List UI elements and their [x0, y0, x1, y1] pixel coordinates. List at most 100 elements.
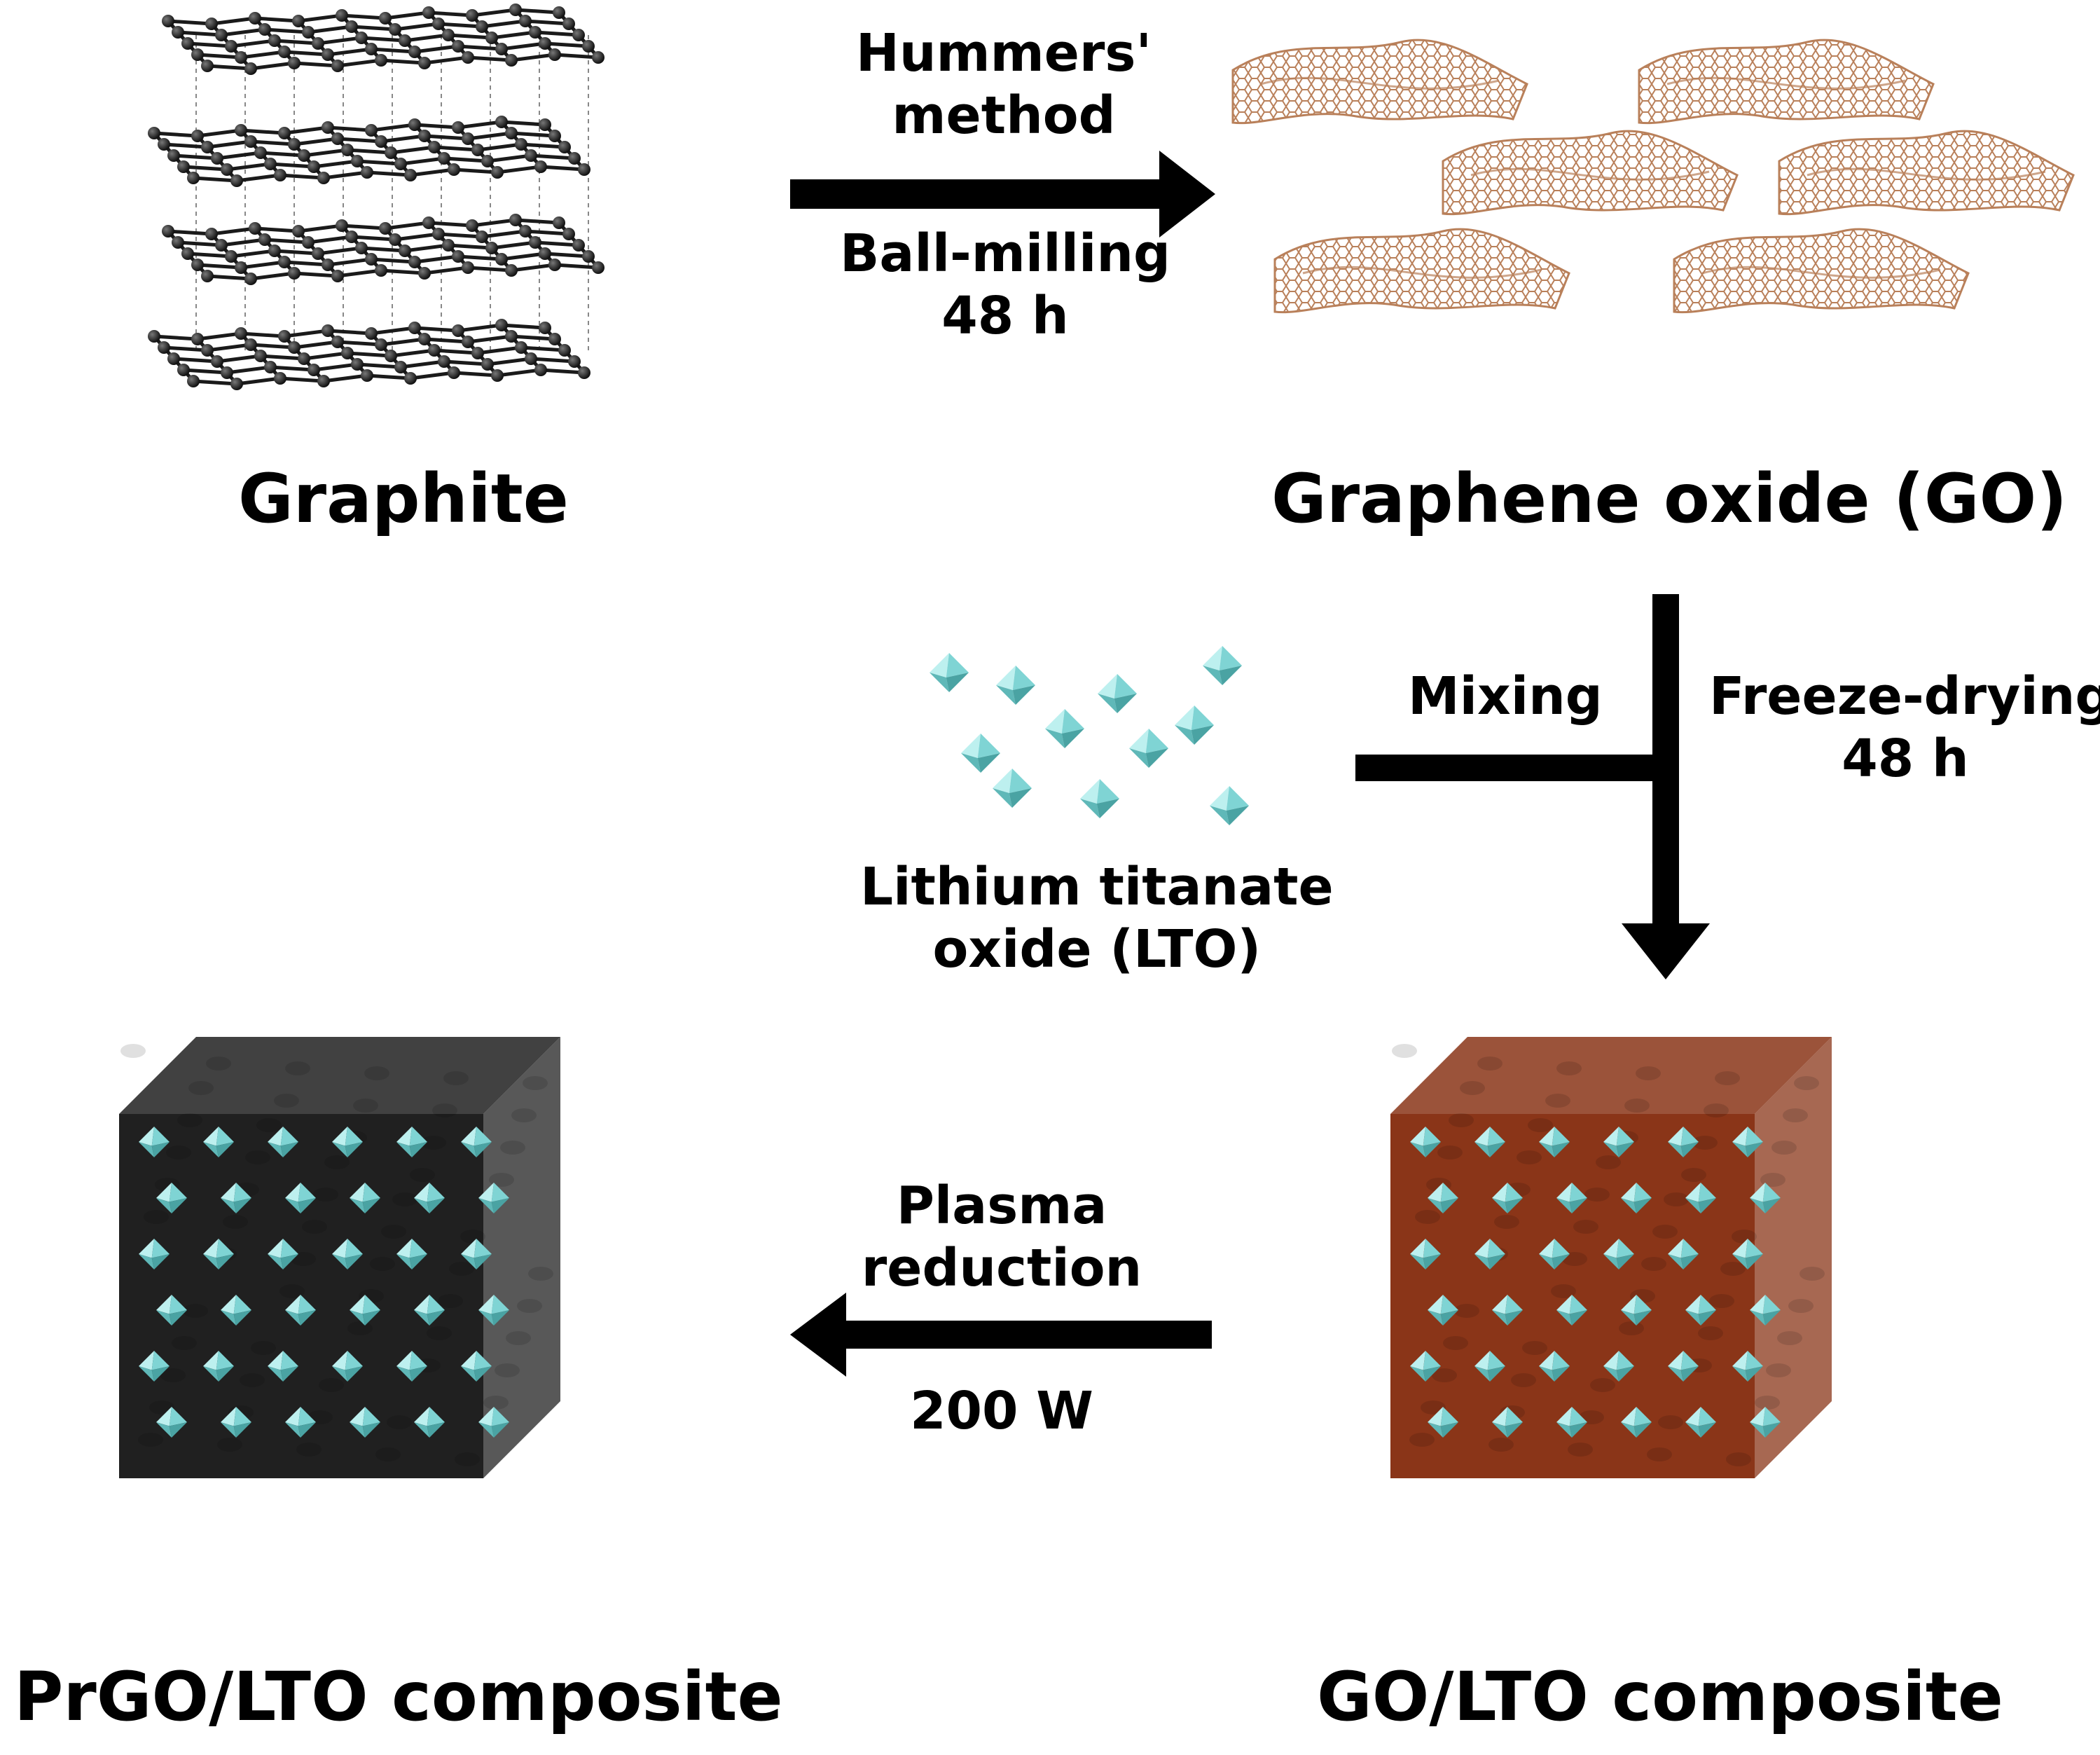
- cube-texture: [324, 1155, 350, 1169]
- cube-texture: [1545, 1094, 1570, 1108]
- carbon-atom: [408, 322, 421, 334]
- carbon-atom: [491, 369, 504, 382]
- carbon-atom: [568, 152, 581, 165]
- carbon-atom: [292, 225, 305, 238]
- carbon-atom: [288, 267, 301, 280]
- cube-texture: [223, 1215, 248, 1229]
- cube-texture: [1641, 1257, 1666, 1271]
- carbon-atom: [466, 219, 478, 232]
- carbon-atom: [249, 222, 261, 235]
- cube-texture: [1477, 1057, 1503, 1071]
- cube-texture: [1590, 1378, 1615, 1392]
- cube-texture: [421, 1136, 446, 1150]
- cube-side-face: [1755, 1037, 1832, 1478]
- carbon-atom: [379, 12, 392, 25]
- cube-texture: [1652, 1225, 1678, 1239]
- carbon-atom: [418, 57, 431, 69]
- embedded-lto-crystal: [139, 1127, 170, 1157]
- embedded-lto-crystal: [203, 1351, 234, 1382]
- carbon-atom: [278, 46, 291, 58]
- carbon-atom: [235, 51, 247, 64]
- cube-texture: [1692, 1136, 1718, 1150]
- carbon-atom: [235, 327, 247, 340]
- graphene-oxide-label: Graphene oxide (GO): [1271, 460, 2068, 538]
- cube-texture: [144, 1210, 169, 1224]
- go-sheet-fold: [1260, 76, 1500, 90]
- carbon-atom: [167, 352, 180, 365]
- carbon-atom: [408, 118, 421, 131]
- carbon-atom: [462, 132, 474, 145]
- carbon-atom: [162, 225, 174, 238]
- cube-texture: [1709, 1294, 1734, 1308]
- embedded-lto-crystal: [1556, 1295, 1587, 1326]
- step3-top-label: Plasma reduction: [844, 1175, 1159, 1300]
- cube-texture: [188, 1081, 214, 1095]
- embedded-lto-crystal: [332, 1239, 363, 1269]
- carbon-atom: [515, 341, 527, 354]
- embedded-lto-crystal: [1428, 1407, 1458, 1438]
- cube-texture: [274, 1094, 299, 1108]
- carbon-atom: [336, 9, 348, 22]
- embedded-lto-crystal: [1428, 1183, 1458, 1213]
- embedded-lto-crystal: [1668, 1127, 1699, 1157]
- carbon-atom: [553, 6, 565, 19]
- cube-texture: [455, 1452, 480, 1466]
- carbon-atom: [167, 149, 180, 162]
- carbon-atom: [548, 48, 561, 61]
- carbon-atom: [399, 34, 411, 47]
- cube-texture: [495, 1363, 520, 1377]
- embedded-lto-crystal: [461, 1127, 492, 1157]
- step1-top-label: Hummers' method: [853, 22, 1154, 147]
- carbon-atom: [278, 330, 291, 343]
- graphene-oxide-sheets: [1231, 39, 2075, 314]
- carbon-atom: [432, 18, 445, 30]
- lto-crystal: [1210, 786, 1249, 825]
- embedded-lto-crystal: [1539, 1239, 1570, 1269]
- carbon-atom: [471, 347, 484, 359]
- carbon-atom: [558, 141, 571, 153]
- carbon-atom: [361, 369, 373, 382]
- carbon-atom: [592, 261, 605, 274]
- carbon-atom: [258, 23, 271, 36]
- carbon-atom: [288, 138, 301, 151]
- cube-texture: [206, 1057, 231, 1071]
- embedded-lto-crystal: [221, 1407, 251, 1438]
- cube-texture: [1799, 1267, 1825, 1281]
- step3-top-line1: Plasma: [896, 1176, 1107, 1236]
- cube-texture: [370, 1257, 395, 1271]
- cube-texture: [172, 1336, 197, 1350]
- carbon-atom: [317, 172, 330, 184]
- carbon-atom: [181, 37, 194, 50]
- lto-crystal: [1175, 706, 1214, 745]
- graphite-structure: [148, 4, 605, 390]
- cube-texture: [1794, 1076, 1819, 1090]
- cube-texture: [1720, 1262, 1746, 1276]
- carbon-atom: [230, 174, 243, 187]
- cube-texture: [1584, 1188, 1610, 1202]
- step2-right-label: Freeze-drying 48 h: [1709, 666, 2100, 790]
- carbon-atom: [244, 135, 257, 148]
- embedded-lto-crystal: [1685, 1407, 1716, 1438]
- lto-crystal: [1129, 729, 1168, 768]
- cube-texture: [1704, 1103, 1729, 1117]
- go-sheet: [1442, 130, 1739, 216]
- carbon-atom: [211, 152, 223, 165]
- carbon-atom: [211, 355, 223, 368]
- cube-texture: [1658, 1415, 1683, 1429]
- carbon-atom: [230, 378, 243, 390]
- embedded-lto-crystal: [350, 1183, 380, 1213]
- step2-left-label: Mixing: [1408, 666, 1603, 727]
- cube-texture: [449, 1262, 474, 1276]
- embedded-lto-crystal: [1750, 1295, 1781, 1326]
- mixing-branch-line: [1355, 755, 1666, 781]
- cube-texture: [1443, 1336, 1468, 1350]
- cube-texture: [1771, 1141, 1797, 1155]
- cube-texture: [381, 1225, 406, 1239]
- carbon-atom: [345, 230, 358, 243]
- lto-crystal: [993, 769, 1032, 808]
- embedded-lto-crystal: [1492, 1183, 1523, 1213]
- cube-top-face: [1390, 1037, 1832, 1114]
- carbon-atom: [539, 322, 551, 334]
- carbon-atom: [312, 247, 324, 260]
- cube-texture: [1392, 1044, 1417, 1058]
